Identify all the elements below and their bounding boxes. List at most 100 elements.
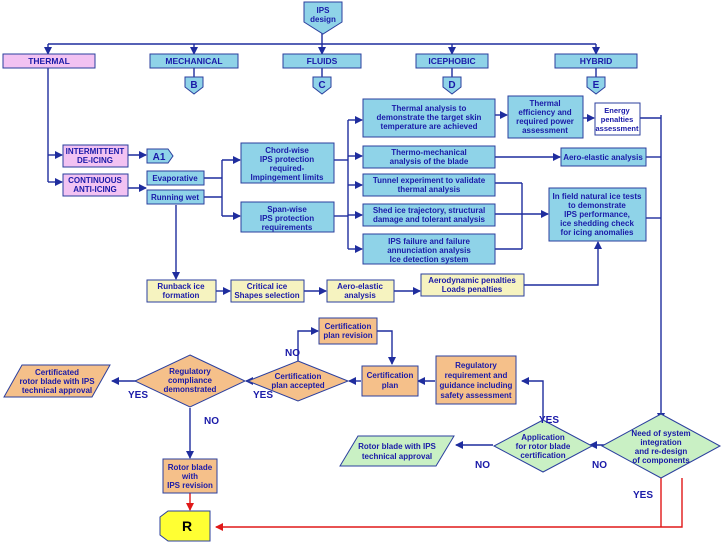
ips-failure-line-1: IPS failure and failure: [388, 237, 470, 246]
yes-label-plan: YES: [253, 390, 273, 401]
certification-plan-node: Certification plan: [361, 365, 419, 397]
certificated-blade-line-1: Certificated: [35, 368, 79, 377]
certification-plan-line-2: plan: [382, 381, 399, 390]
thermal-analysis-line-1: Thermal analysis to: [392, 104, 467, 113]
yes-label-compliance: YES: [128, 390, 148, 401]
ips-failure-line-2: annunciation analysis: [387, 246, 471, 255]
thermo-mechanical-line-1: Thermo-mechanical: [391, 148, 467, 157]
no-label-integration: NO: [592, 460, 607, 471]
integration-line-1: Need of system: [631, 429, 690, 438]
integration-decision: Need of system integration and re-design…: [600, 413, 722, 479]
integration-line-3: and re-design: [635, 447, 688, 456]
intermittent-box: [62, 144, 129, 168]
continuous-line-1: CONTINUOUS: [68, 176, 122, 185]
fluids-label: FLUIDS: [307, 56, 338, 66]
evaporative-label: Evaporative: [152, 174, 198, 183]
certification-plan-line-1: Certification: [367, 371, 414, 380]
connector-d-label: D: [448, 80, 455, 91]
connector-e-label: E: [593, 80, 600, 91]
plan-revision-line-2: plan revision: [323, 331, 372, 340]
thermo-mechanical-box: [362, 145, 496, 169]
rotor-approval-line-1: Rotor blade with IPS: [358, 442, 436, 451]
regulatory-requirement-node: Regulatory requirement and guidance incl…: [435, 355, 517, 405]
evaporative-box: [146, 170, 205, 186]
shed-ice-box: [362, 203, 496, 227]
rotor-revision-node: Rotor blade with IPS revision: [162, 458, 218, 494]
shed-ice-line-2: damage and tolerant analysis: [373, 215, 486, 224]
aero-elastic-line-2: analysis: [344, 291, 376, 300]
chordwise-node: Chord-wise IPS protection required- Impi…: [240, 142, 335, 184]
certificated-blade-shape: [3, 364, 111, 398]
yes-label-integration: YES: [633, 490, 653, 501]
category-thermal: THERMAL: [2, 53, 96, 69]
spanwise-box: [240, 201, 335, 233]
rotor-revision-line-1: Rotor blade: [168, 463, 213, 472]
field-tests-line-1: In field natural ice tests: [553, 192, 642, 201]
certificated-blade-node: Certificated rotor blade with IPS techni…: [3, 364, 111, 398]
running-wet-node: Running wet: [146, 189, 205, 205]
application-diamond: [492, 419, 594, 473]
runback-ice-node: Runback ice formation: [146, 279, 217, 303]
connector-b-label: B: [190, 80, 197, 91]
continuous-line-2: ANTI-ICING: [73, 185, 117, 194]
thermal-analysis-box: [362, 98, 496, 138]
certificated-blade-line-2: rotor blade with IPS: [19, 377, 95, 386]
critical-ice-line-1: Critical ice: [247, 282, 288, 291]
intermittent-deicing-node: INTERMITTENT DE-ICING: [62, 144, 129, 168]
rotor-revision-line-2: with: [181, 472, 198, 481]
hybrid-label: HYBRID: [580, 56, 613, 66]
ips-failure-line-3: Ice detection system: [390, 255, 469, 264]
thermal-efficiency-node: Thermal efficiency and required power as…: [507, 95, 584, 139]
hybrid-box: [554, 53, 638, 69]
continuous-box: [62, 173, 129, 197]
spanwise-node: Span-wise IPS protection requirements: [240, 201, 335, 233]
aero-elastic-line-1: Aero-elastic: [337, 282, 383, 291]
aero-penalties-line-2: Loads penalties: [442, 285, 503, 294]
regulatory-requirement-box: [435, 355, 517, 405]
shed-ice-line-1: Shed ice trajectory, structural: [373, 206, 485, 215]
continuous-antiicing-node: CONTINUOUS ANTI-ICING: [62, 173, 129, 197]
flow-labels: NO YES YES NO YES NO NO YES: [128, 348, 653, 501]
chordwise-line-3: required-: [270, 164, 305, 173]
connector-r: R: [159, 510, 211, 542]
thermo-mechanical-line-2: analysis of the blade: [390, 157, 469, 166]
tunnel-experiment-line-2: thermal analysis: [398, 185, 461, 194]
connector-a1-shape: [146, 148, 174, 164]
energy-penalties-box: [594, 102, 641, 136]
ips-design-line-2: design: [310, 15, 336, 24]
plan-revision-box: [318, 317, 378, 345]
rotor-approval-shape: [339, 435, 455, 467]
application-line-3: certification: [520, 451, 565, 460]
certificated-blade-line-3: technical approval: [22, 386, 92, 395]
regulatory-compliance-line-1: Regulatory: [169, 367, 211, 376]
connector-r-label: R: [182, 518, 192, 534]
category-icephobic: ICEPHOBIC: [415, 53, 489, 69]
application-line-1: Application: [521, 433, 565, 442]
thermal-box: [2, 53, 96, 69]
aero-elastic-analysis-node: Aero-elastic analysis: [560, 147, 647, 167]
fluids-box: [282, 53, 362, 69]
critical-ice-node: Critical ice Shapes selection: [230, 279, 305, 303]
thermal-efficiency-line-1: Thermal: [529, 99, 560, 108]
connector-d-shape: [442, 76, 462, 95]
yes-label-application: YES: [539, 415, 559, 426]
no-label-application: NO: [475, 460, 490, 471]
integration-line-4: of components: [632, 456, 690, 465]
regulatory-compliance-line-2: compliance: [168, 376, 213, 385]
plan-accepted-line-1: Certification: [275, 372, 322, 381]
icephobic-box: [415, 53, 489, 69]
category-hybrid: HYBRID: [554, 53, 638, 69]
connector-b: B: [184, 76, 204, 95]
evaporative-node: Evaporative: [146, 170, 205, 186]
intermittent-line-1: INTERMITTENT: [66, 147, 125, 156]
aero-penalties-line-1: Aerodynamic penalties: [428, 276, 516, 285]
runback-ice-line-2: formation: [163, 291, 200, 300]
connector-lines: [44, 30, 683, 531]
no-label-compliance: NO: [204, 416, 219, 427]
thermal-efficiency-line-3: required power: [516, 117, 574, 126]
field-tests-node: In field natural ice tests to demonstrat…: [548, 187, 647, 242]
connector-b-shape: [184, 76, 204, 95]
application-line-2: for rotor blade: [516, 442, 571, 451]
chordwise-line-4: Impingement limits: [251, 173, 324, 182]
